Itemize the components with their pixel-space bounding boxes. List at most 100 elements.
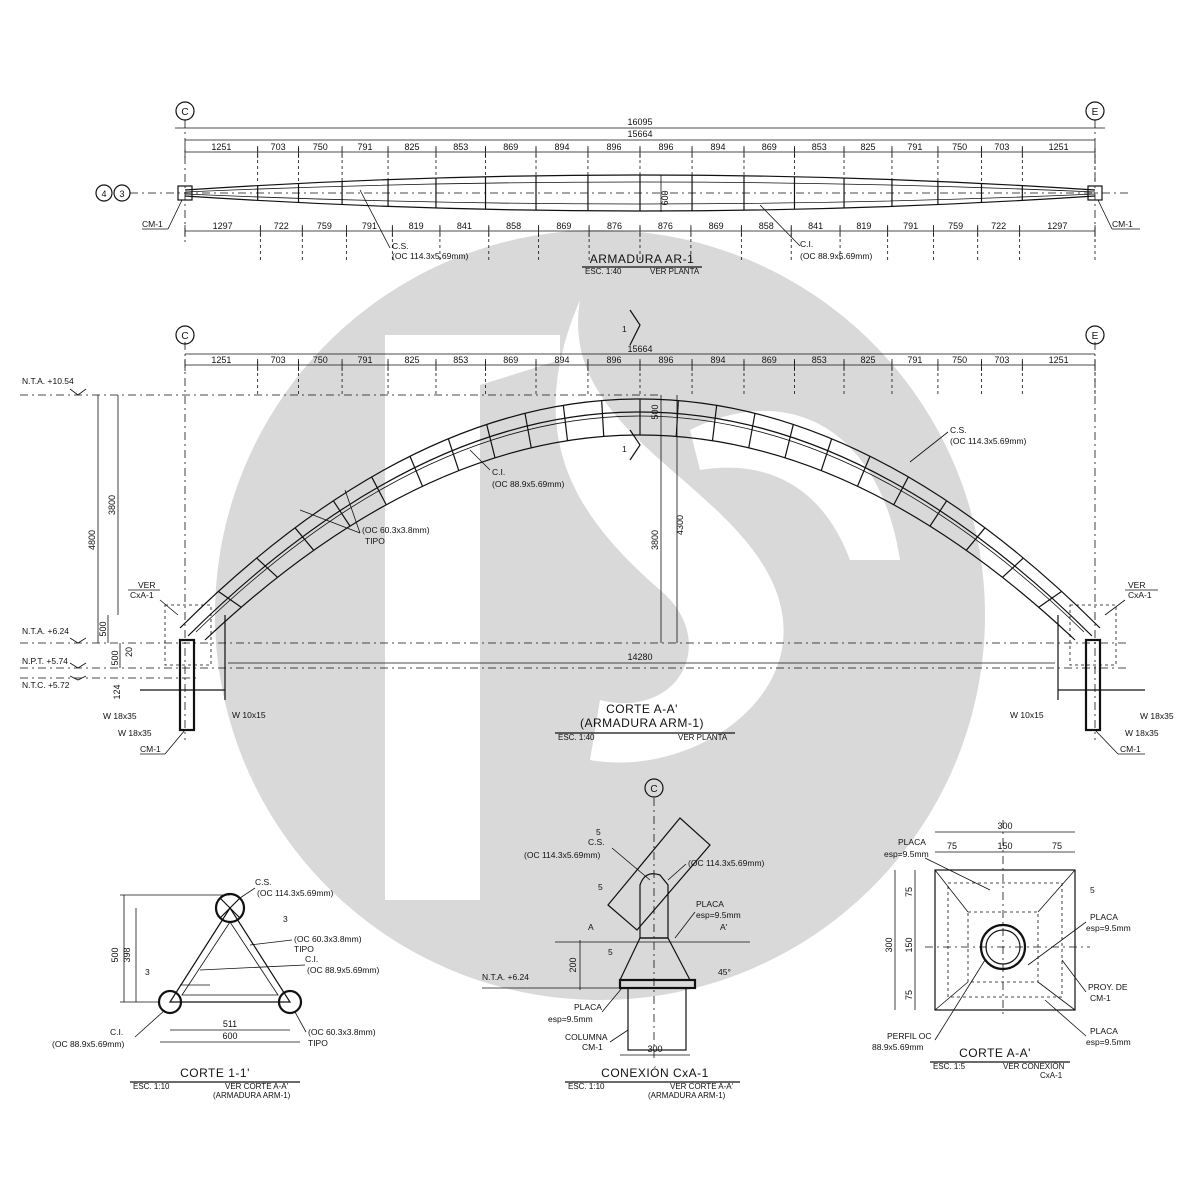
conx-placa-2: PLACA xyxy=(574,1002,602,1012)
c11-scale: ESC. 1:10 xyxy=(133,1082,170,1091)
conx-placa: PLACA xyxy=(696,899,724,909)
plan-bot-dim-11: 858 xyxy=(759,221,774,231)
sec-top-dim-14: 791 xyxy=(907,355,922,365)
aa-dim-300-left: 300 xyxy=(884,937,894,952)
conx-cut-a: A xyxy=(588,922,594,932)
aa-placa-tl-esp: esp=9.5mm xyxy=(884,849,929,859)
conx-column xyxy=(627,987,687,1051)
sec-top-dim-10: 894 xyxy=(711,355,726,365)
cut-mark-1-top: 1 xyxy=(622,324,627,334)
aa-placa-r-esp: esp=9.5mm xyxy=(1086,923,1131,933)
plan-top-dim-14: 791 xyxy=(907,142,922,152)
w-label-3: W 10x15 xyxy=(232,710,266,720)
plan-top-dim-13: 825 xyxy=(860,142,875,152)
conx-chord-tube xyxy=(607,817,711,931)
cut-mark-1-bottom: 1 xyxy=(622,444,627,454)
c11-title: CORTE 1-1' xyxy=(180,1066,250,1080)
plan-ci-spec: (OC 88.9x5.69mm) xyxy=(800,251,872,261)
connection-cxa1-view: C A A' 200 300 45° N.T.A. +6.24 C.S. (OC… xyxy=(482,778,765,1100)
section-overall-dim: 15664 xyxy=(627,344,652,354)
plan-cs-label: C.S. xyxy=(392,241,409,251)
plan-bot-dim-12: 841 xyxy=(808,221,823,231)
sec-web-8 xyxy=(486,424,496,458)
aa-proy: PROY. DE xyxy=(1088,982,1128,992)
cm-right: CM-1 xyxy=(1120,744,1141,754)
c11-web-spec: (OC 60.3x3.8mm) xyxy=(294,934,362,944)
conx-axis-label: C xyxy=(650,784,657,795)
sec-web-19 xyxy=(893,476,909,506)
sec-web-2 xyxy=(256,557,278,578)
plan-ref: VER PLANTA xyxy=(650,267,700,276)
conx-weld-3: 5 xyxy=(608,947,613,957)
sec-web-11 xyxy=(601,400,605,437)
conx-ref2: (ARMADURA ARM-1) xyxy=(648,1091,726,1100)
conx-level: N.T.A. +6.24 xyxy=(482,972,529,982)
w-label-1: W 18x35 xyxy=(103,711,137,721)
plan-top-dim-8: 896 xyxy=(606,142,621,152)
aa-dim-300-top: 300 xyxy=(997,821,1012,831)
ver-left: VER xyxy=(138,580,155,590)
plan-support-right-label: CM-1 xyxy=(1112,219,1133,229)
plan-depth-dim: 600 xyxy=(660,190,670,205)
plan-top-dim-12: 853 xyxy=(812,142,827,152)
sec-web-3 xyxy=(294,527,315,551)
aa-dim-75-b: 75 xyxy=(1052,841,1062,851)
plan-bot-dim-17: 1297 xyxy=(1047,221,1067,231)
axis-label-e-section: E xyxy=(1092,331,1099,342)
plan-top-dim-1: 703 xyxy=(271,142,286,152)
aa-ref2: CxA-1 xyxy=(1040,1071,1063,1080)
sec-top-dim-0: 1251 xyxy=(211,355,231,365)
sec-web-16 xyxy=(784,424,794,458)
mid-dim-500: 500 xyxy=(650,404,660,419)
aa-perfil: PERFIL OC xyxy=(887,1031,932,1041)
c11-ci-spec-2: (OC 88.9x5.69mm) xyxy=(52,1039,124,1049)
section-cs-spec: (OC 114.3x5.69mm) xyxy=(950,436,1027,446)
conx-ref: VER CORTE A-A' xyxy=(670,1082,734,1091)
sec-web-7 xyxy=(447,438,460,471)
section-ref: VER PLANTA xyxy=(678,733,728,742)
sec-web-23 xyxy=(1038,590,1063,608)
axis-bubble-e-plan xyxy=(1085,101,1105,121)
sec-web-10 xyxy=(562,405,569,441)
section-scale: ESC. 1:40 xyxy=(558,733,595,742)
span-dim: 14280 xyxy=(627,652,652,662)
conx-cs-spec-2: (OC 114.3x5.69mm) xyxy=(688,858,765,868)
plan-overall-dim: 16095 xyxy=(627,117,652,127)
c11-dim-600: 600 xyxy=(222,1031,237,1041)
c11-cs-spec: (OC 114.3x5.69mm) xyxy=(257,888,334,898)
axis-label-c-section: C xyxy=(181,331,188,342)
w-label-5: W 18x35 xyxy=(1140,711,1174,721)
plan-support-left-label: CM-1 xyxy=(142,219,163,229)
sec-top-dim-12: 853 xyxy=(812,355,827,365)
plan-top-dim-0: 1251 xyxy=(211,142,231,152)
plan-scale: ESC. 1:40 xyxy=(585,267,622,276)
vdim-20: 20 xyxy=(124,647,134,657)
sec-top-dim-4: 825 xyxy=(404,355,419,365)
axis-bubble-c-plan xyxy=(175,101,195,121)
plan-bot-dim-14: 791 xyxy=(903,221,918,231)
ver-right: VER xyxy=(1128,580,1145,590)
level-npt: N.P.T. +5.74 xyxy=(22,656,68,666)
sec-web-5 xyxy=(371,476,387,506)
c11-web-spec-2: (OC 60.3x3.8mm) xyxy=(308,1027,376,1037)
level-nta-top: N.T.A. +10.54 xyxy=(22,376,74,386)
sec-top-dim-16: 703 xyxy=(994,355,1009,365)
conx-weld-1: 5 xyxy=(596,827,601,837)
watermark-logo xyxy=(215,230,985,1000)
section-subtitle: (ARMADURA ARM-1) xyxy=(580,716,704,730)
aa-dim-75-a: 75 xyxy=(947,841,957,851)
sec-web-20 xyxy=(929,500,948,527)
c11-dim-500: 500 xyxy=(110,947,120,962)
vdim-500a: 500 xyxy=(98,621,108,636)
plan-top-dim-9: 896 xyxy=(659,142,674,152)
sec-top-dim-5: 853 xyxy=(453,355,468,365)
plan-top-dim-6: 869 xyxy=(503,142,518,152)
sec-top-dim-17: 1251 xyxy=(1049,355,1069,365)
sec-web-22 xyxy=(1002,557,1024,578)
ver-right-ref: CxA-1 xyxy=(1128,590,1152,600)
section-ci-spec: (OC 88.9x5.69mm) xyxy=(492,479,564,489)
plan-bot-dim-8: 876 xyxy=(607,221,622,231)
